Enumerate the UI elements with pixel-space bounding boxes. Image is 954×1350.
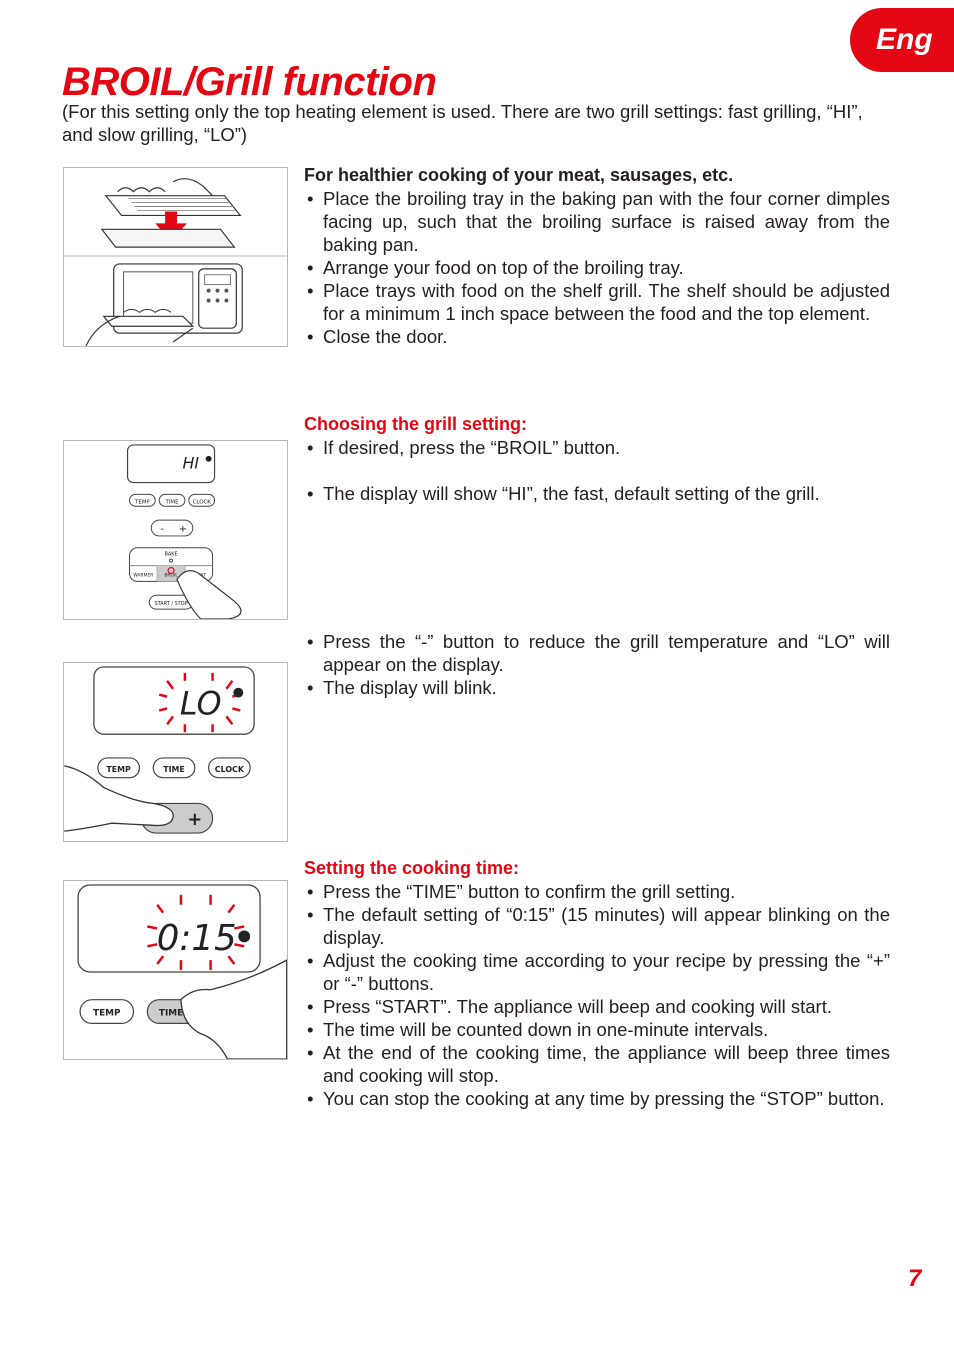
svg-text:TIME: TIME bbox=[163, 765, 185, 774]
svg-text:-: - bbox=[160, 524, 164, 535]
display-readout: LO bbox=[180, 686, 222, 722]
list-item: Close the door. bbox=[304, 325, 890, 348]
hand-icon bbox=[180, 959, 287, 1059]
lcd-display bbox=[77, 884, 261, 973]
list-item: Press “START”. The appliance will beep a… bbox=[304, 995, 890, 1018]
hand-icon bbox=[176, 570, 242, 619]
list-item: The display will show “HI”, the fast, de… bbox=[304, 482, 890, 505]
language-tab: Eng bbox=[850, 8, 954, 72]
time-button bbox=[152, 757, 196, 779]
list-item: You can stop the cooking at any time by … bbox=[304, 1087, 890, 1110]
reduce-temperature-section: Press the “-” button to reduce the grill… bbox=[304, 630, 890, 699]
list-item: The display will blink. bbox=[304, 676, 890, 699]
blink-rays-icon bbox=[147, 894, 245, 970]
svg-text:+: + bbox=[187, 809, 202, 830]
healthier-cooking-section: For healthier cooking of your meat, saus… bbox=[304, 164, 890, 348]
intro-text: (For this setting only the top heating e… bbox=[62, 101, 863, 145]
svg-text:BAKE: BAKE bbox=[164, 552, 177, 558]
svg-text:TEMP: TEMP bbox=[106, 765, 131, 774]
list-item: Place trays with food on the shelf grill… bbox=[304, 279, 890, 325]
broil-indicator-icon bbox=[167, 566, 175, 575]
list-item: Press the “-” button to reduce the grill… bbox=[304, 630, 890, 676]
display-readout: HI bbox=[183, 454, 200, 473]
power-icon bbox=[233, 687, 244, 698]
svg-text:TIME: TIME bbox=[165, 499, 180, 505]
svg-text:TEMP: TEMP bbox=[93, 1008, 121, 1018]
lcd-display bbox=[93, 666, 255, 735]
tray-oven-illustration bbox=[63, 167, 288, 347]
svg-text:TEMP: TEMP bbox=[134, 499, 150, 505]
cooking-time-section: Setting the cooking time: Press the “TIM… bbox=[304, 857, 890, 1110]
temp-button bbox=[79, 999, 135, 1024]
list-item: The time will be counted down in one-min… bbox=[304, 1018, 890, 1041]
svg-text:START / STOP: START / STOP bbox=[155, 601, 188, 607]
section-heading: Choosing the grill setting: bbox=[304, 414, 527, 434]
minus-plus-button bbox=[150, 519, 194, 537]
list-item: Press the “TIME” button to confirm the g… bbox=[304, 880, 890, 903]
lcd-display bbox=[126, 444, 216, 484]
blink-rays-icon bbox=[158, 672, 241, 733]
grill-setting-section: Choosing the grill setting: If desired, … bbox=[304, 413, 890, 505]
list-item: Arrange your food on top of the broiling… bbox=[304, 256, 890, 279]
svg-text:CLOCK: CLOCK bbox=[193, 499, 212, 505]
hand-icon bbox=[64, 765, 174, 832]
page-title: BROIL/Grill function bbox=[62, 60, 437, 104]
svg-text:BROIL: BROIL bbox=[164, 572, 178, 578]
svg-text:TIME: TIME bbox=[159, 1008, 183, 1018]
clock-button bbox=[188, 493, 216, 507]
list-item: Place the broiling tray in the baking pa… bbox=[304, 187, 890, 256]
list-item: At the end of the cooking time, the appl… bbox=[304, 1041, 890, 1087]
power-icon bbox=[205, 455, 212, 462]
section-heading: For healthier cooking of your meat, saus… bbox=[304, 165, 734, 185]
list-item: If desired, press the “BROIL” button. bbox=[304, 436, 890, 459]
page-number: 7 bbox=[908, 1265, 922, 1292]
control-panel-hi-illustration: HI TEMP TIME CLOCK - + BAKE WARMER BROIL… bbox=[63, 440, 288, 620]
control-panel-lo-illustration: LO TEMP TIME CLOCK - + bbox=[63, 662, 288, 842]
power-icon bbox=[238, 930, 251, 943]
svg-text:CLOCK: CLOCK bbox=[215, 765, 245, 774]
control-panel-time-illustration: 0:15 TEMP TIME bbox=[63, 880, 288, 1060]
svg-text:WARMER: WARMER bbox=[133, 572, 153, 578]
temp-button bbox=[129, 493, 156, 507]
display-readout: 0:15 bbox=[157, 918, 237, 959]
time-button bbox=[158, 493, 186, 507]
clock-button bbox=[208, 757, 251, 779]
list-item: Adjust the cooking time according to you… bbox=[304, 949, 890, 995]
list-item: The default setting of “0:15” (15 minute… bbox=[304, 903, 890, 949]
svg-text:+: + bbox=[179, 524, 187, 535]
temp-button bbox=[97, 757, 140, 779]
section-heading: Setting the cooking time: bbox=[304, 858, 520, 878]
